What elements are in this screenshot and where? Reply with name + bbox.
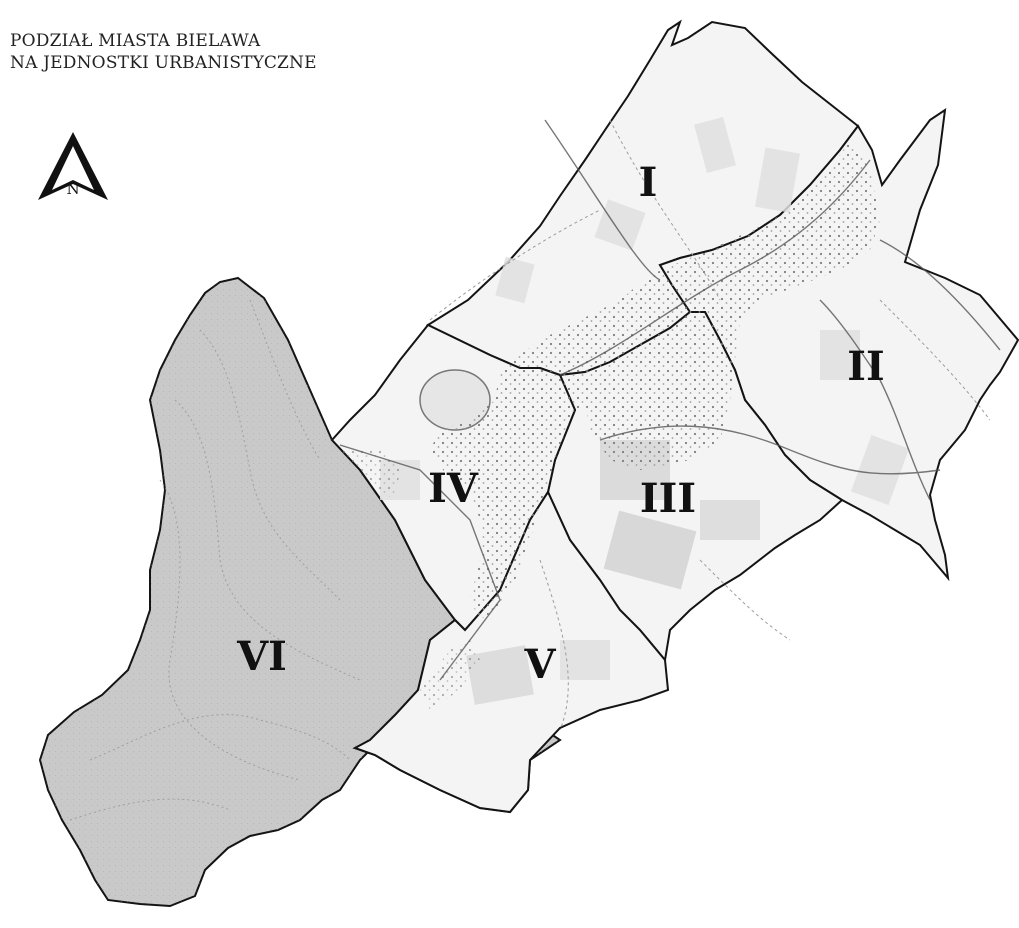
unit-label-iv: IV [428,465,479,512]
unit-label-v: V [523,641,556,688]
map-title-line-2: NA JEDNOSTKI URBANISTYCZNE [10,53,317,73]
unit-label-vi: VI [236,633,287,680]
map-title: PODZIAŁ MIASTA BIELAWA NA JEDNOSTKI URBA… [10,30,317,74]
unit-labels: I II III IV V VI [236,159,885,688]
north-arrow-icon [38,132,108,200]
north-arrow: N [36,132,110,208]
built-up-area [340,140,880,710]
paths [429,119,991,731]
roads [339,119,1001,681]
unit-label-iii: III [640,475,696,522]
unit-label-ii: II [847,343,884,390]
map-title-line-1: PODZIAŁ MIASTA BIELAWA [10,31,261,51]
north-arrow-letter: N [66,180,80,198]
unit-label-i: I [639,159,658,206]
